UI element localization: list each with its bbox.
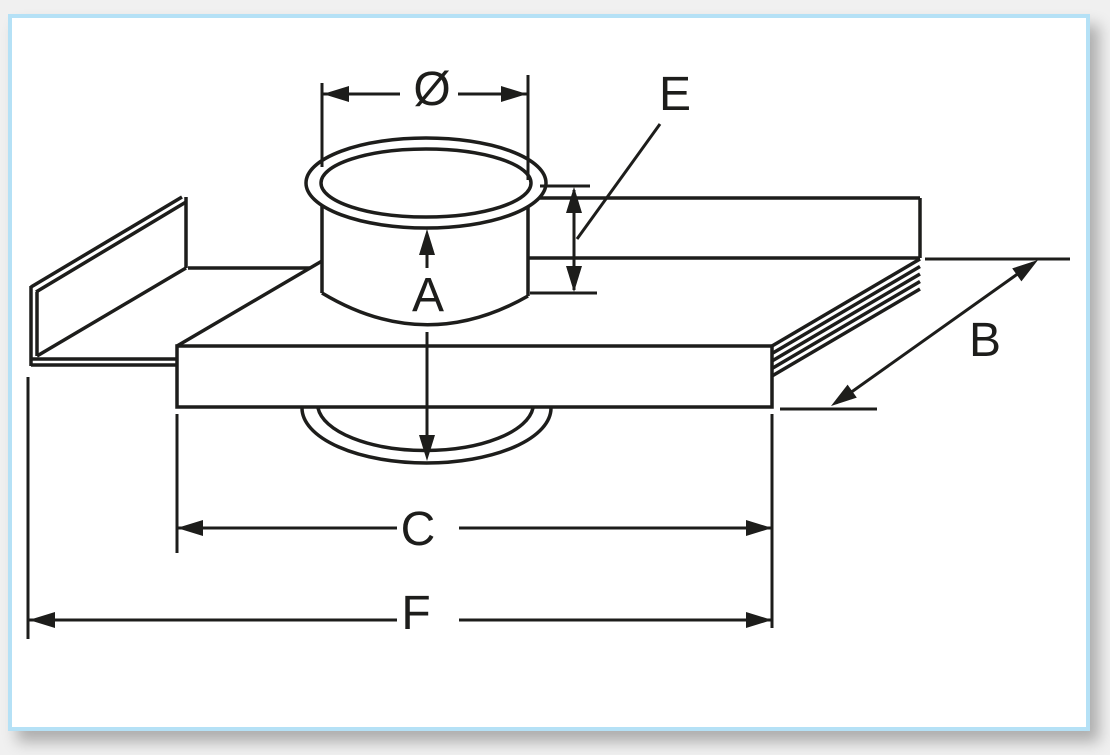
dimension-c: C [175,414,774,628]
arrowhead-left [29,612,55,628]
hatched-edge [771,257,921,378]
arrowhead-right [501,86,527,102]
rim-inner-ellipse [319,147,533,219]
back-upstand-bar [520,196,922,260]
dimension-b: B [780,257,1070,411]
arrowhead-lower-left [831,384,857,406]
label-e: E [659,68,691,121]
label-diameter: Ø [413,63,450,116]
leader-line [575,123,662,240]
arrowhead-left [323,86,349,102]
arrowhead-up [566,187,582,213]
arrowhead-right [746,612,772,628]
label-b: B [969,314,1001,367]
dimension-f: F [26,377,772,640]
plate [175,259,774,409]
dimension-diameter: Ø [320,63,530,180]
arrowhead-up [419,229,435,255]
collar [304,136,548,327]
label-f: F [401,587,430,640]
arrowhead-right [746,520,772,536]
label-a: A [412,269,444,322]
label-c: C [401,503,436,556]
arrowhead-down [419,435,435,461]
dimension-a: A [412,229,444,461]
arrowhead-upper-right [1012,260,1038,282]
dimension-e: E [530,68,691,295]
arrowhead-left [177,520,203,536]
arrowhead-down [566,266,582,292]
diagram-card [8,14,1090,731]
wall-flange-angle [29,195,188,367]
